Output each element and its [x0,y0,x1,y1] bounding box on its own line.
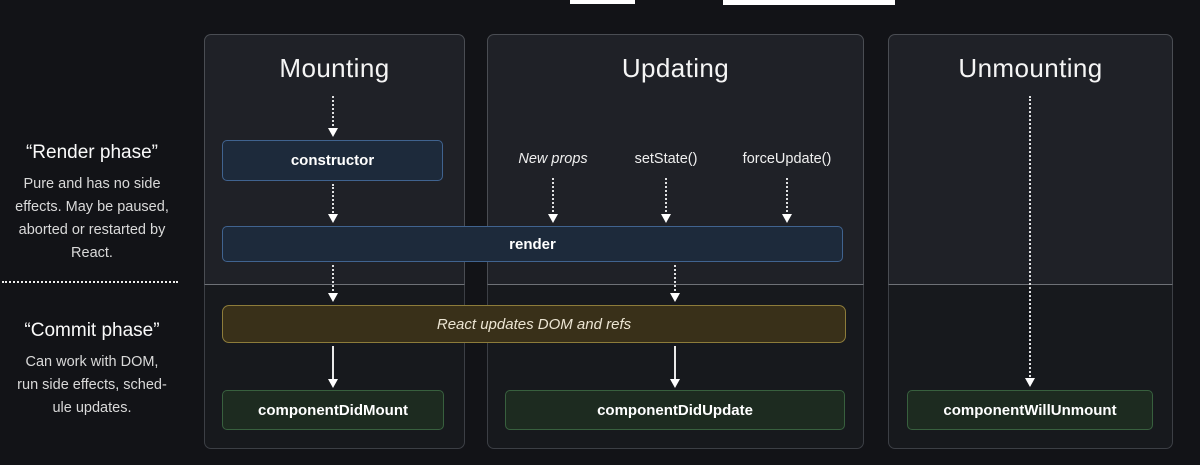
componentdidupdate-node[interactable]: componentDidUpdate [505,390,845,430]
arrow-line [674,346,676,381]
arrow-line [332,346,334,381]
phase-separator-dotted-line [2,281,178,283]
arrow-react-updates-to-componentdidmount [327,346,339,388]
trigger-setstate: setState() [634,151,698,167]
arrow-render-to-react-updates-mounting [327,265,339,302]
arrow-setstate-to-render [660,178,672,223]
arrow-unmounting-to-componentwillunmount [1024,96,1036,387]
arrow-line [786,178,788,216]
arrow-line [674,265,676,295]
arrowhead-icon [670,293,680,302]
arrow-forceupdate-to-render [781,178,793,223]
top-link-underline-2[interactable] [723,0,895,5]
commit-phase-description: Can work with DOM, run side effects, sch… [17,354,167,416]
arrow-render-to-react-updates-updating [669,265,681,302]
render-phase-label-block: “Render phase” Pure and has no side effe… [0,142,184,265]
column-mounting-title: Mounting [279,53,390,83]
constructor-node[interactable]: constructor [222,140,443,181]
arrow-line [332,184,334,216]
arrowhead-icon [782,214,792,223]
trigger-new-props: New props [518,151,588,167]
commit-phase-title: “Commit phase” [24,320,160,341]
commit-phase-label-block: “Commit phase” Can work with DOM, run si… [0,320,184,420]
arrowhead-icon [328,293,338,302]
render-phase-title: “Render phase” [25,142,159,163]
arrow-line [1029,96,1031,380]
componentdidmount-node[interactable]: componentDidMount [222,390,444,430]
render-node[interactable]: render [222,226,843,262]
arrow-line [332,96,334,130]
arrowhead-icon [328,214,338,223]
arrow-mounting-to-constructor [327,96,339,137]
arrow-constructor-to-render [327,184,339,223]
arrowhead-icon [328,379,338,388]
arrow-line [552,178,554,216]
arrow-react-updates-to-componentdidupdate [669,346,681,388]
arrowhead-icon [1025,378,1035,387]
arrow-line [665,178,667,216]
column-updating-title: Updating [621,53,730,83]
arrowhead-icon [661,214,671,223]
arrowhead-icon [670,379,680,388]
trigger-forceupdate: forceUpdate() [742,151,832,167]
arrowhead-icon [328,128,338,137]
render-phase-description: Pure and has no side effects. May be pau… [15,176,169,261]
componentwillunmount-node[interactable]: componentWillUnmount [907,390,1153,430]
react-updates-dom-node: React updates DOM and refs [222,305,846,343]
arrow-line [332,265,334,295]
arrowhead-icon [548,214,558,223]
column-unmounting-title: Unmounting [958,53,1103,83]
top-link-underline-1[interactable] [570,0,635,4]
arrow-new-props-to-render [547,178,559,223]
